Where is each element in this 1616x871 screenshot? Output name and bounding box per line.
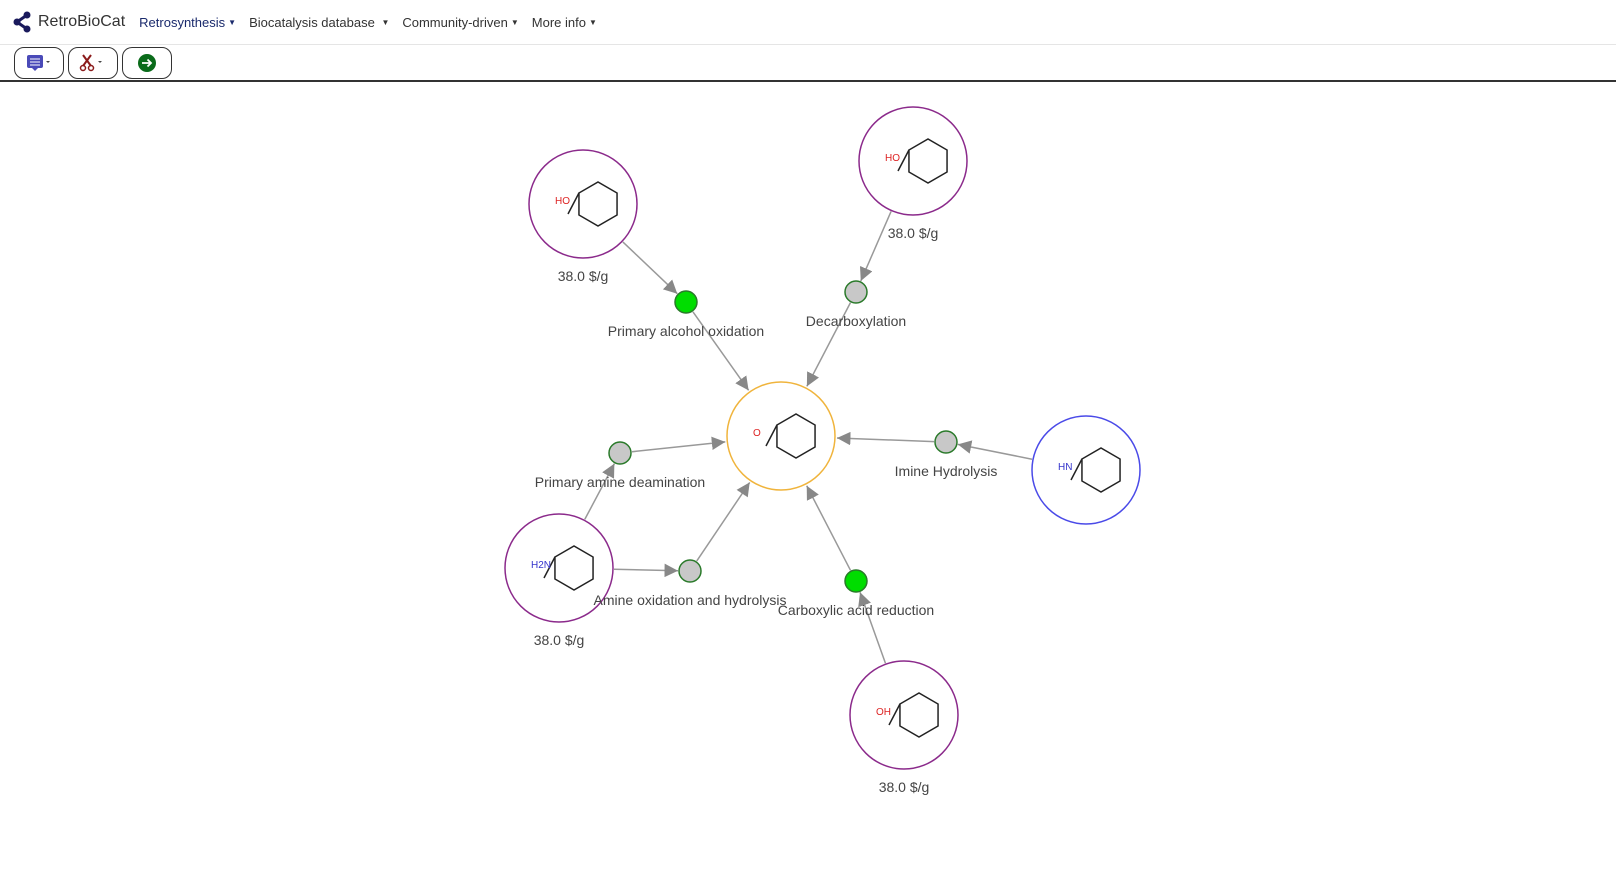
functional-group-label: HO [885, 153, 900, 164]
edge-reaction-to-product [806, 485, 852, 571]
functional-group-label: O [753, 428, 761, 439]
nav-more-info[interactable]: More info▼ [532, 15, 597, 30]
bond [765, 424, 778, 447]
reaction-node-r3[interactable] [934, 430, 958, 454]
molecule-circle[interactable] [858, 106, 968, 216]
reaction-node-r1[interactable] [674, 290, 698, 314]
molecule-circle[interactable] [528, 149, 638, 259]
functional-group-label: HO [555, 196, 570, 207]
edge-substrate-to-reaction [584, 463, 616, 520]
reaction-node-r2[interactable] [844, 280, 868, 304]
price-label: 38.0 $/g [888, 225, 939, 241]
reaction-label: Decarboxylation [806, 313, 906, 329]
benzene-ring-icon [776, 413, 816, 459]
brand-name: RetroBioCat [38, 13, 126, 30]
molecule-circle[interactable] [849, 660, 959, 770]
list-menu-icon [27, 54, 50, 71]
brand-link[interactable]: RetroBioCat [12, 11, 125, 33]
edge-reaction-to-product [631, 436, 726, 453]
bond [1070, 458, 1083, 481]
nav-label: Retrosynthesis [139, 14, 226, 30]
edge-substrate-to-reaction [613, 563, 679, 578]
edge-substrate-to-reaction [858, 592, 887, 664]
arrow-right-circle-icon [138, 53, 156, 72]
reaction-node-r4[interactable] [608, 441, 632, 465]
edge-substrate-to-reaction [622, 241, 678, 295]
reaction-label: Primary amine deamination [535, 474, 705, 490]
nav-label: Community-driven [402, 14, 508, 30]
nav-retrosynthesis[interactable]: Retrosynthesis▼ [139, 15, 236, 30]
caret-down-icon: ▼ [510, 17, 519, 27]
edge-reaction-to-product [806, 302, 852, 387]
molecule-node-benzylamine[interactable]: H2N [504, 513, 614, 623]
bond [897, 149, 910, 172]
benzene-ring-icon [578, 181, 618, 227]
price-label: 38.0 $/g [558, 268, 609, 284]
price-label: 38.0 $/g [534, 632, 585, 648]
reaction-node-r6[interactable] [844, 569, 868, 593]
toolbar [0, 45, 1616, 82]
molecule-node-benzaldimine[interactable]: HN [1031, 415, 1141, 525]
edge-reaction-to-product [692, 311, 750, 391]
edge-reaction-to-product [836, 431, 935, 446]
molecule-node-benzyl-alcohol[interactable]: HO [528, 149, 638, 259]
functional-group-label: HN [1058, 462, 1072, 473]
molecule-circle[interactable] [726, 381, 836, 491]
molecule-node-benzaldehyde[interactable]: O [726, 381, 836, 491]
caret-down-icon: ▼ [588, 17, 597, 27]
benzene-ring-icon [908, 138, 948, 184]
benzene-ring-icon [554, 545, 594, 591]
bond [567, 192, 580, 215]
bond [543, 556, 556, 579]
reaction-label: Imine Hydrolysis [895, 463, 998, 479]
nav-label: More info [531, 14, 586, 30]
bond [888, 703, 901, 726]
scissors-icon [79, 53, 102, 71]
prune-menu-button[interactable] [68, 46, 118, 79]
navbar: RetroBioCat Retrosynthesis▼ Biocatalysis… [0, 0, 1616, 45]
nav-label: Biocatalysis database [249, 14, 375, 30]
nav-community-driven[interactable]: Community-driven▼ [402, 15, 518, 30]
functional-group-label: OH [876, 707, 891, 718]
caret-down-icon: ▼ [228, 17, 237, 27]
molecule-node-phenylglyoxylic-acid[interactable]: HO [858, 106, 968, 216]
nav-biocatalysis-database[interactable]: Biocatalysis database ▼ [249, 15, 389, 30]
molecule-node-benzoic-acid[interactable]: OH [849, 660, 959, 770]
reaction-label: Carboxylic acid reduction [778, 602, 934, 618]
share-logo-icon [13, 11, 31, 33]
functional-group-label: H2N [531, 560, 551, 571]
edge-reaction-to-product [696, 482, 751, 562]
edge-substrate-to-reaction [859, 211, 892, 282]
price-label: 38.0 $/g [879, 779, 930, 795]
reaction-label: Amine oxidation and hydrolysis [594, 592, 787, 608]
benzene-ring-icon [1081, 447, 1121, 493]
reaction-label: Primary alcohol oxidation [608, 323, 764, 339]
options-menu-button[interactable] [14, 46, 64, 79]
molecule-circle[interactable] [504, 513, 614, 623]
caret-down-icon: ▼ [381, 17, 390, 27]
edge-substrate-to-reaction [957, 440, 1033, 460]
benzene-ring-icon [899, 692, 939, 738]
reaction-node-r5[interactable] [678, 559, 702, 583]
molecule-circle[interactable] [1031, 415, 1141, 525]
run-step-button[interactable] [122, 46, 172, 79]
